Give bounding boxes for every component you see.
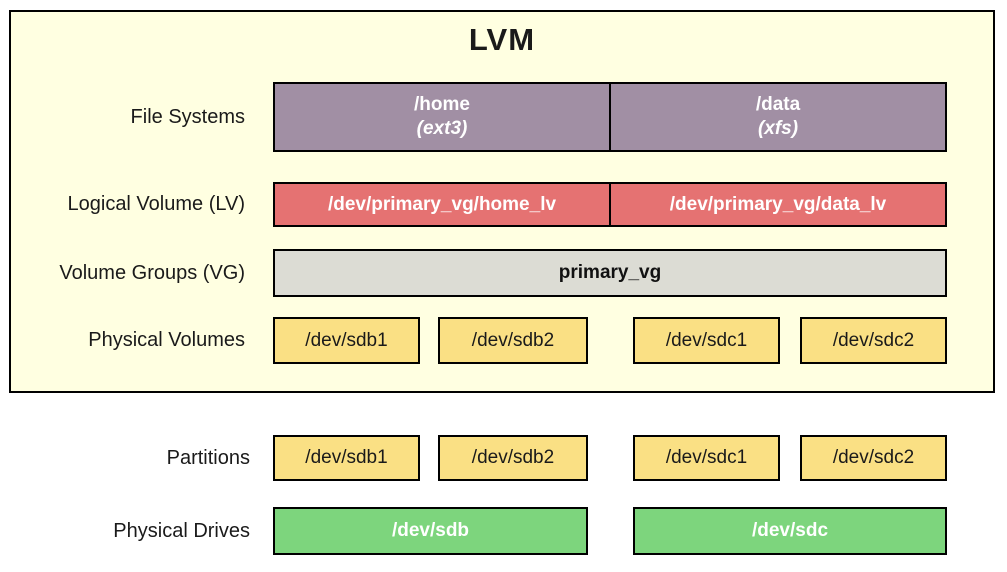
row-label-volume-groups: Volume Groups (VG)	[59, 261, 245, 284]
physical-drive-box-sdb: /dev/sdb	[273, 507, 588, 555]
fs-type-xfs: (xfs)	[757, 118, 799, 139]
physical-volume-box-sdb2: /dev/sdb2	[438, 317, 588, 364]
row-label-physical-volumes: Physical Volumes	[88, 329, 245, 351]
logical-volumes-row: /dev/primary_vg/home_lv /dev/primary_vg/…	[273, 182, 947, 227]
row-label-partitions: Partitions	[166, 446, 250, 469]
file-system-box-home: /home (ext3)	[275, 84, 611, 150]
diagram-title: LVM	[468, 22, 536, 57]
partition-box-sdb1: /dev/sdb1	[273, 435, 420, 481]
row-label-file-systems: File Systems	[130, 105, 245, 128]
partition-box-sdc2: /dev/sdc2	[800, 435, 947, 481]
partition-box-sdb2: /dev/sdb2	[438, 435, 588, 481]
volume-group-box-primary-vg: primary_vg	[273, 249, 947, 297]
logical-volume-box-home-lv: /dev/primary_vg/home_lv	[275, 184, 611, 225]
physical-volume-box-sdc1: /dev/sdc1	[633, 317, 780, 364]
partition-box-sdc1: /dev/sdc1	[633, 435, 780, 481]
logical-volume-box-data-lv: /dev/primary_vg/data_lv	[611, 184, 945, 225]
fs-type-ext3: (ext3)	[416, 118, 468, 139]
mount-point-home: /home	[414, 94, 470, 115]
physical-volume-box-sdb1: /dev/sdb1	[273, 317, 420, 364]
mount-point-data: /data	[755, 94, 801, 115]
file-system-box-data: /data (xfs)	[611, 84, 945, 150]
lvm-container: LVM File Systems /home (ext3) /data (xfs…	[9, 10, 995, 393]
file-systems-row: /home (ext3) /data (xfs)	[273, 82, 947, 152]
row-label-logical-volume: Logical Volume (LV)	[67, 193, 246, 215]
physical-volume-box-sdc2: /dev/sdc2	[800, 317, 947, 364]
physical-drive-box-sdc: /dev/sdc	[633, 507, 947, 555]
row-label-physical-drives: Physical Drives	[113, 519, 250, 542]
